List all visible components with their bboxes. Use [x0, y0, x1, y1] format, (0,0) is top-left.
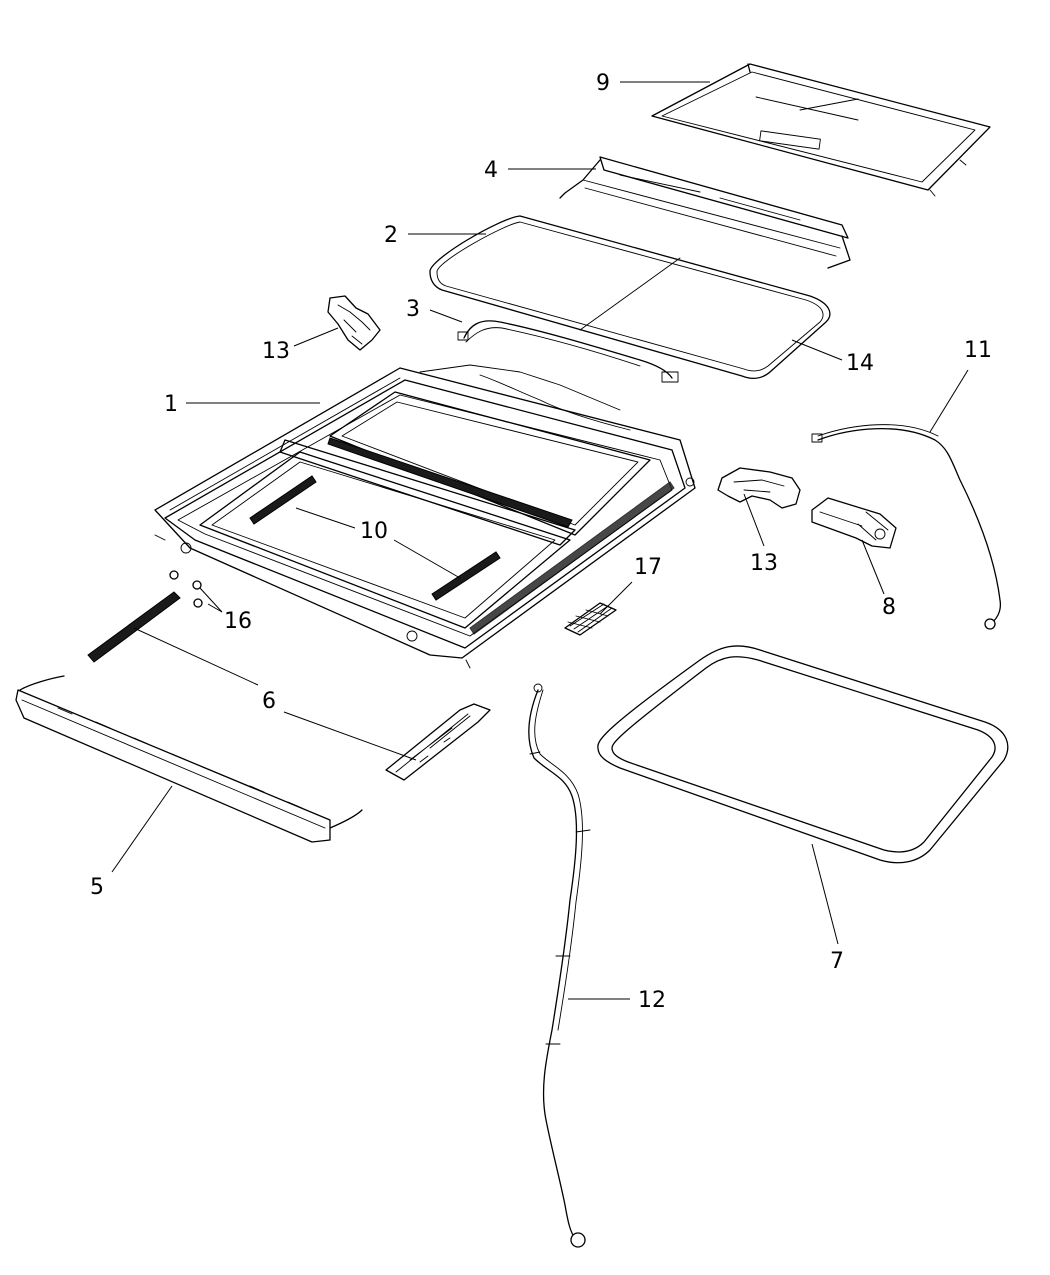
- callout-6: 6: [262, 689, 276, 714]
- leader-16a: [199, 587, 223, 613]
- part-16-clips: [169, 570, 203, 608]
- callout-8: 8: [882, 595, 896, 620]
- leader-8: [861, 539, 885, 595]
- part-17-mesh: [564, 602, 617, 636]
- part-11-tube: [811, 424, 1002, 630]
- leader-3: [429, 309, 463, 323]
- callouts: 9 4 2 3 13 14 1 11 10 13 17 16 8 6 5 7 1…: [90, 71, 992, 1013]
- callout-5: 5: [90, 875, 104, 900]
- callout-7: 7: [830, 949, 844, 974]
- part-1-frame: [154, 364, 696, 669]
- leader-14: [791, 339, 843, 361]
- leader-6a: [133, 627, 259, 686]
- callout-17: 17: [634, 555, 662, 580]
- leader-6b: [283, 711, 417, 761]
- leader-17: [599, 581, 633, 615]
- leader-13a: [293, 327, 339, 347]
- part-9-sunshade: [651, 63, 991, 197]
- part-7-seal-ring: [597, 645, 1009, 864]
- part-6-mechanism: [385, 703, 491, 781]
- callout-11: 11: [964, 338, 992, 363]
- callout-10: 10: [360, 519, 388, 544]
- leader-10a: [295, 507, 356, 529]
- part-8-motor: [811, 497, 897, 549]
- part-5-deflector: [15, 675, 363, 843]
- leader-lines: [111, 81, 969, 1000]
- part-13-bracket-right: [717, 467, 801, 509]
- leader-7: [811, 843, 839, 945]
- part-6-strip: [87, 591, 181, 663]
- callout-12: 12: [638, 988, 666, 1013]
- leader-11: [929, 369, 969, 433]
- callout-2: 2: [384, 223, 398, 248]
- part-10-strips: [249, 475, 501, 601]
- callout-3: 3: [406, 297, 420, 322]
- part-12-tube: [528, 683, 591, 1248]
- callout-13-upper: 13: [262, 339, 290, 364]
- leader-5: [111, 785, 173, 873]
- leader-13b: [743, 493, 765, 547]
- part-13-bracket-left: [327, 295, 381, 351]
- callout-16: 16: [224, 609, 252, 634]
- callout-9: 9: [596, 71, 610, 96]
- callout-4: 4: [484, 158, 498, 183]
- part-4-rail: [559, 156, 851, 269]
- part-3-harness: [457, 320, 679, 383]
- callout-1: 1: [164, 392, 178, 417]
- callout-13-lower: 13: [750, 551, 778, 576]
- callout-14: 14: [846, 351, 874, 376]
- part-2-glass-panel: [429, 215, 831, 379]
- leader-16b: [207, 603, 223, 613]
- leader-10b: [393, 539, 461, 579]
